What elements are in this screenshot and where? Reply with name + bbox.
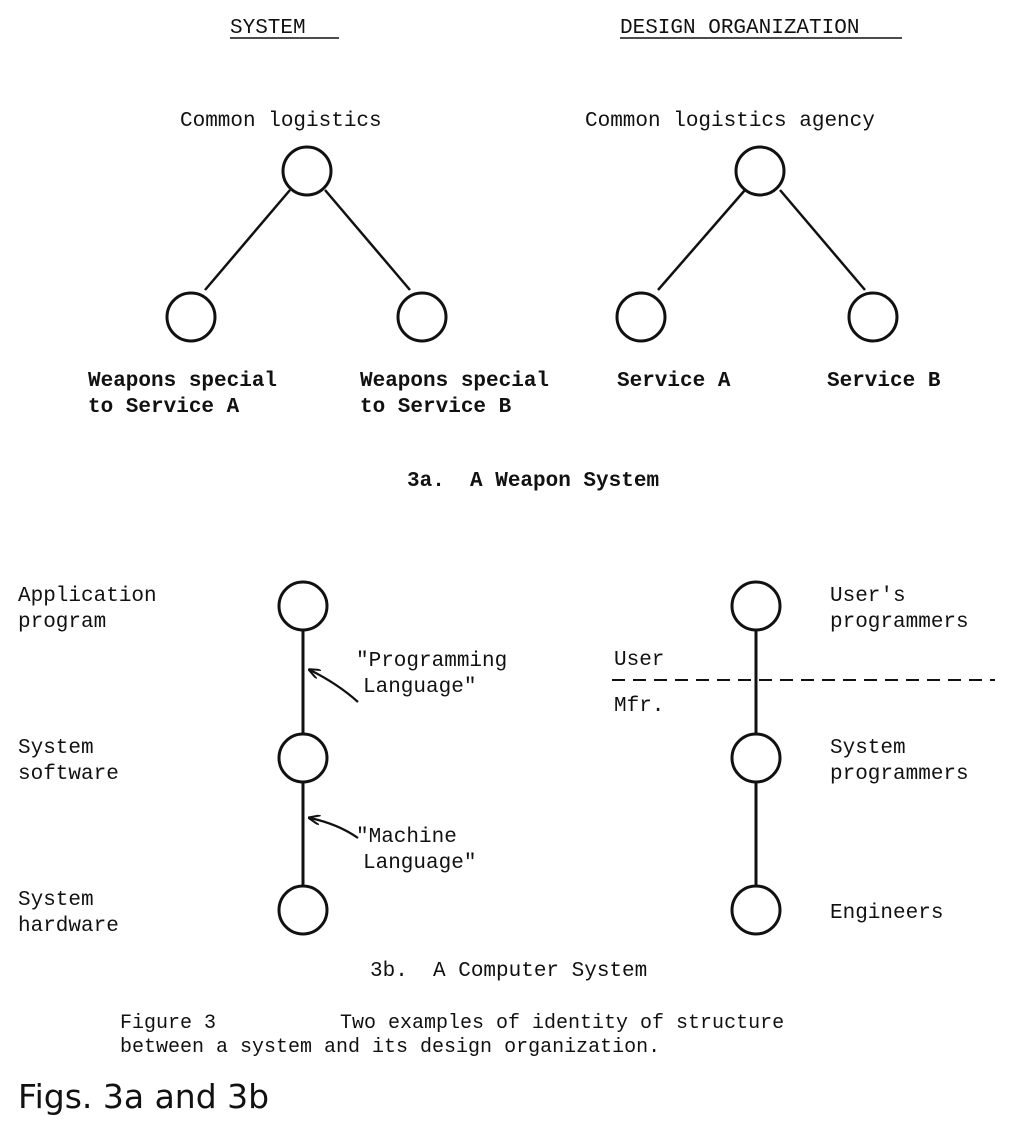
page-title: Figs. 3a and 3b bbox=[18, 1077, 269, 1116]
figure-caption-line1: Two examples of identity of structure bbox=[340, 1012, 784, 1035]
node-label-application-program: Application program bbox=[18, 585, 169, 634]
edge-logistics-to-service-b-weapons bbox=[324, 189, 411, 291]
node-label-common-logistics: Common logistics bbox=[180, 110, 382, 133]
label-boundary-mfr: Mfr. bbox=[614, 695, 664, 718]
node-system-hardware bbox=[277, 884, 329, 936]
node-label-users-programmers: User's programmers bbox=[830, 585, 969, 634]
node-label-engineers: Engineers bbox=[830, 902, 943, 925]
node-service-a bbox=[615, 291, 667, 343]
figure-caption-line2: between a system and its design organiza… bbox=[120, 1036, 660, 1059]
arrow-machine-language bbox=[310, 818, 359, 839]
node-label-system-programmers: System programmers bbox=[830, 737, 969, 786]
node-label-common-logistics-agency: Common logistics agency bbox=[585, 110, 875, 133]
node-service-b bbox=[847, 291, 899, 343]
node-label-service-a: Service A bbox=[617, 370, 731, 393]
header-system: SYSTEM bbox=[230, 17, 306, 40]
arrow-programming-language bbox=[310, 670, 359, 703]
label-programming-language: "Programming Language" bbox=[356, 650, 520, 699]
caption-3b: 3b. A Computer System bbox=[370, 960, 647, 983]
node-system-software bbox=[277, 732, 329, 784]
node-label-weapons-service-b: Weapons special to Service B bbox=[360, 370, 562, 419]
edge-logistics-to-service-a-weapons bbox=[204, 189, 291, 291]
caption-3a: 3a. A Weapon System bbox=[407, 470, 659, 493]
node-label-system-software: System software bbox=[18, 737, 119, 786]
edge-agency-to-service-a bbox=[657, 189, 746, 291]
node-weapons-service-b bbox=[396, 291, 448, 343]
node-label-service-b: Service B bbox=[827, 370, 941, 393]
node-label-weapons-service-a: Weapons special to Service A bbox=[88, 370, 290, 419]
node-users-programmers bbox=[730, 580, 782, 632]
node-application-program bbox=[277, 580, 329, 632]
figure-caption-label: Figure 3 bbox=[120, 1012, 216, 1035]
node-common-logistics bbox=[281, 145, 333, 197]
node-system-programmers bbox=[730, 732, 782, 784]
node-engineers bbox=[730, 884, 782, 936]
node-weapons-service-a bbox=[165, 291, 217, 343]
edge-agency-to-service-b bbox=[779, 189, 866, 291]
label-machine-language: "Machine Language" bbox=[356, 826, 476, 875]
node-label-system-hardware: System hardware bbox=[18, 889, 119, 938]
label-boundary-user: User bbox=[614, 649, 664, 672]
header-design-organization: DESIGN ORGANIZATION bbox=[620, 17, 859, 40]
node-common-logistics-agency bbox=[734, 145, 786, 197]
